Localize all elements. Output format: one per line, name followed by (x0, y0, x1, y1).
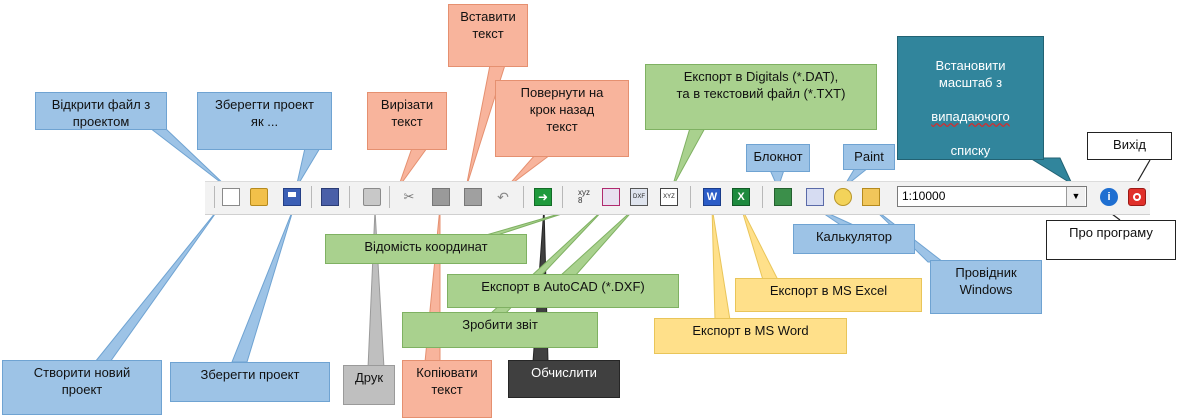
callout-scale-line2: випадаючого (931, 109, 1010, 124)
callout-save-project: Зберегти проект (170, 362, 330, 402)
callout-scale-line1: Встановити масштаб з (935, 58, 1006, 90)
digitals-export-icon[interactable]: XYZ (660, 188, 678, 206)
callout-notepad: Блокнот (746, 144, 810, 172)
callout-excel: Експорт в MS Excel (735, 278, 922, 312)
calculator-icon[interactable] (806, 188, 824, 206)
print-icon[interactable] (363, 188, 381, 206)
chevron-down-icon[interactable]: ▼ (1066, 187, 1085, 206)
create-new-connector (93, 206, 221, 363)
callout-undo: Повернути на крок назад текст (495, 80, 629, 157)
callout-exit: Вихід (1087, 132, 1172, 160)
scale-connector (1028, 157, 1074, 186)
callout-coordinates: Відомість координат (325, 234, 527, 264)
report-icon[interactable] (602, 188, 620, 206)
calculate-icon[interactable]: ➜ (534, 188, 552, 206)
callout-scale: Встановити масштаб з випадаючого списку (897, 36, 1044, 160)
toolbar-separator (690, 186, 691, 208)
callout-about: Про програму (1046, 220, 1176, 260)
toolbar-separator (389, 186, 390, 208)
excel-export-icon[interactable]: X (732, 188, 750, 206)
callout-paste: Вставити текст (448, 4, 528, 67)
copy-icon[interactable] (432, 188, 450, 206)
callout-open-file: Відкрити файл з проектом (35, 92, 167, 130)
about-icon[interactable]: i (1100, 188, 1118, 206)
toolbar-separator (311, 186, 312, 208)
toolbar-separator (562, 186, 563, 208)
toolbar-separator (523, 186, 524, 208)
toolbar-separator (349, 186, 350, 208)
toolbar-separator (762, 186, 763, 208)
paint-icon[interactable] (834, 188, 852, 206)
callout-cut: Вирізати текст (367, 92, 447, 150)
word-connector (711, 206, 731, 321)
toolbar-separator (214, 186, 215, 208)
callout-scale-line3: списку (950, 143, 991, 158)
callout-calculator: Калькулятор (793, 224, 915, 254)
callout-calculate: Обчислити (508, 360, 620, 398)
undo-icon[interactable]: ↶ (497, 188, 509, 205)
save-project-connector (231, 206, 295, 363)
callout-report: Зробити звіт (402, 312, 598, 348)
callout-copy: Копіювати текст (402, 360, 492, 418)
save-icon[interactable] (283, 188, 301, 206)
callout-explorer: Провідник Windows (930, 260, 1042, 314)
cut-icon[interactable]: ✂ (403, 189, 415, 204)
callout-word: Експорт в MS Word (654, 318, 847, 354)
callout-digitals: Експорт в Digitals (*.DAT), та в текстов… (645, 64, 877, 130)
save-as-icon[interactable] (321, 188, 339, 206)
scale-value: 1:10000 (902, 189, 946, 203)
autocad-export-icon[interactable]: DXF (630, 188, 648, 206)
excel-connector (740, 206, 779, 281)
exit-icon[interactable] (1128, 188, 1146, 206)
callout-save-as: Зберегти проект як ... (197, 92, 332, 150)
callout-create-new: Створити новий проект (2, 360, 162, 415)
paste-icon[interactable] (464, 188, 482, 206)
callout-autocad: Експорт в AutoCAD (*.DXF) (447, 274, 679, 308)
callout-paint: Paint (843, 144, 895, 170)
callout-print: Друк (343, 365, 395, 405)
notepad-icon[interactable] (774, 188, 792, 206)
explorer-icon[interactable] (862, 188, 880, 206)
digitals-connector (671, 127, 706, 189)
scale-select[interactable]: 1:10000 (897, 186, 1087, 207)
new-file-icon[interactable] (222, 188, 240, 206)
word-export-icon[interactable]: W (703, 188, 721, 206)
open-folder-icon[interactable] (250, 188, 268, 206)
